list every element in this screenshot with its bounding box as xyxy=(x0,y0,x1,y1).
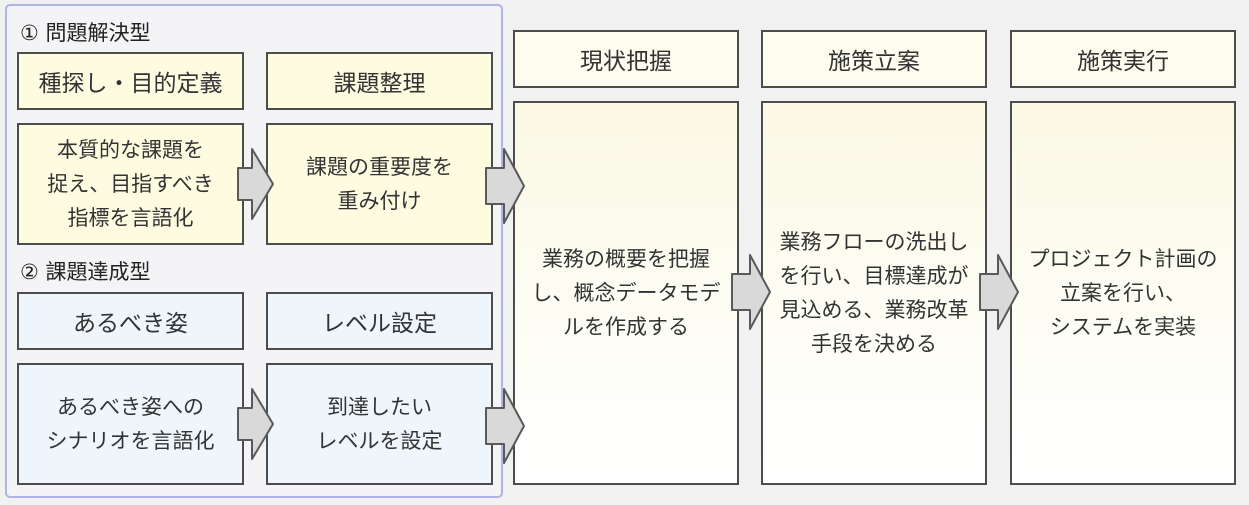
phase-1-body: 業務の概要を把握 し、概念データモデ ルを作成する xyxy=(513,101,739,485)
section2-title: ② 課題達成型 xyxy=(20,260,151,284)
section1-title: ① 問題解決型 xyxy=(20,21,151,45)
arrow-icon xyxy=(237,388,274,460)
section1-step1-body: 本質的な課題を 捉え、目指すべき 指標を言語化 xyxy=(17,123,244,245)
section1-step2-body: 課題の重要度を 重み付け xyxy=(266,123,493,245)
phase-2-header: 施策立案 xyxy=(761,30,987,88)
section2-step1-header: あるべき姿 xyxy=(17,292,244,350)
arrow-icon xyxy=(979,254,1019,330)
arrow-icon xyxy=(485,148,525,224)
section1-step2-header: 課題整理 xyxy=(266,52,493,110)
section2-step1-body: あるべき姿への シナリオを言語化 xyxy=(17,363,244,485)
section2-step2-body: 到達したい レベルを設定 xyxy=(266,363,493,485)
section2-step2-header: レベル設定 xyxy=(266,292,493,350)
arrow-icon xyxy=(731,254,771,330)
phase-2-body: 業務フローの洗出し を行い、目標達成が 見込める、業務改革 手段を決める xyxy=(761,101,987,485)
phase-3-header: 施策実行 xyxy=(1010,30,1236,88)
phase-3-body: プロジェクト計画の 立案を行い、 システムを実装 xyxy=(1010,101,1236,485)
section1-step1-header: 種探し・目的定義 xyxy=(17,52,244,110)
arrow-icon xyxy=(237,148,274,220)
arrow-icon xyxy=(485,388,525,464)
phase-1-header: 現状把握 xyxy=(513,30,739,88)
